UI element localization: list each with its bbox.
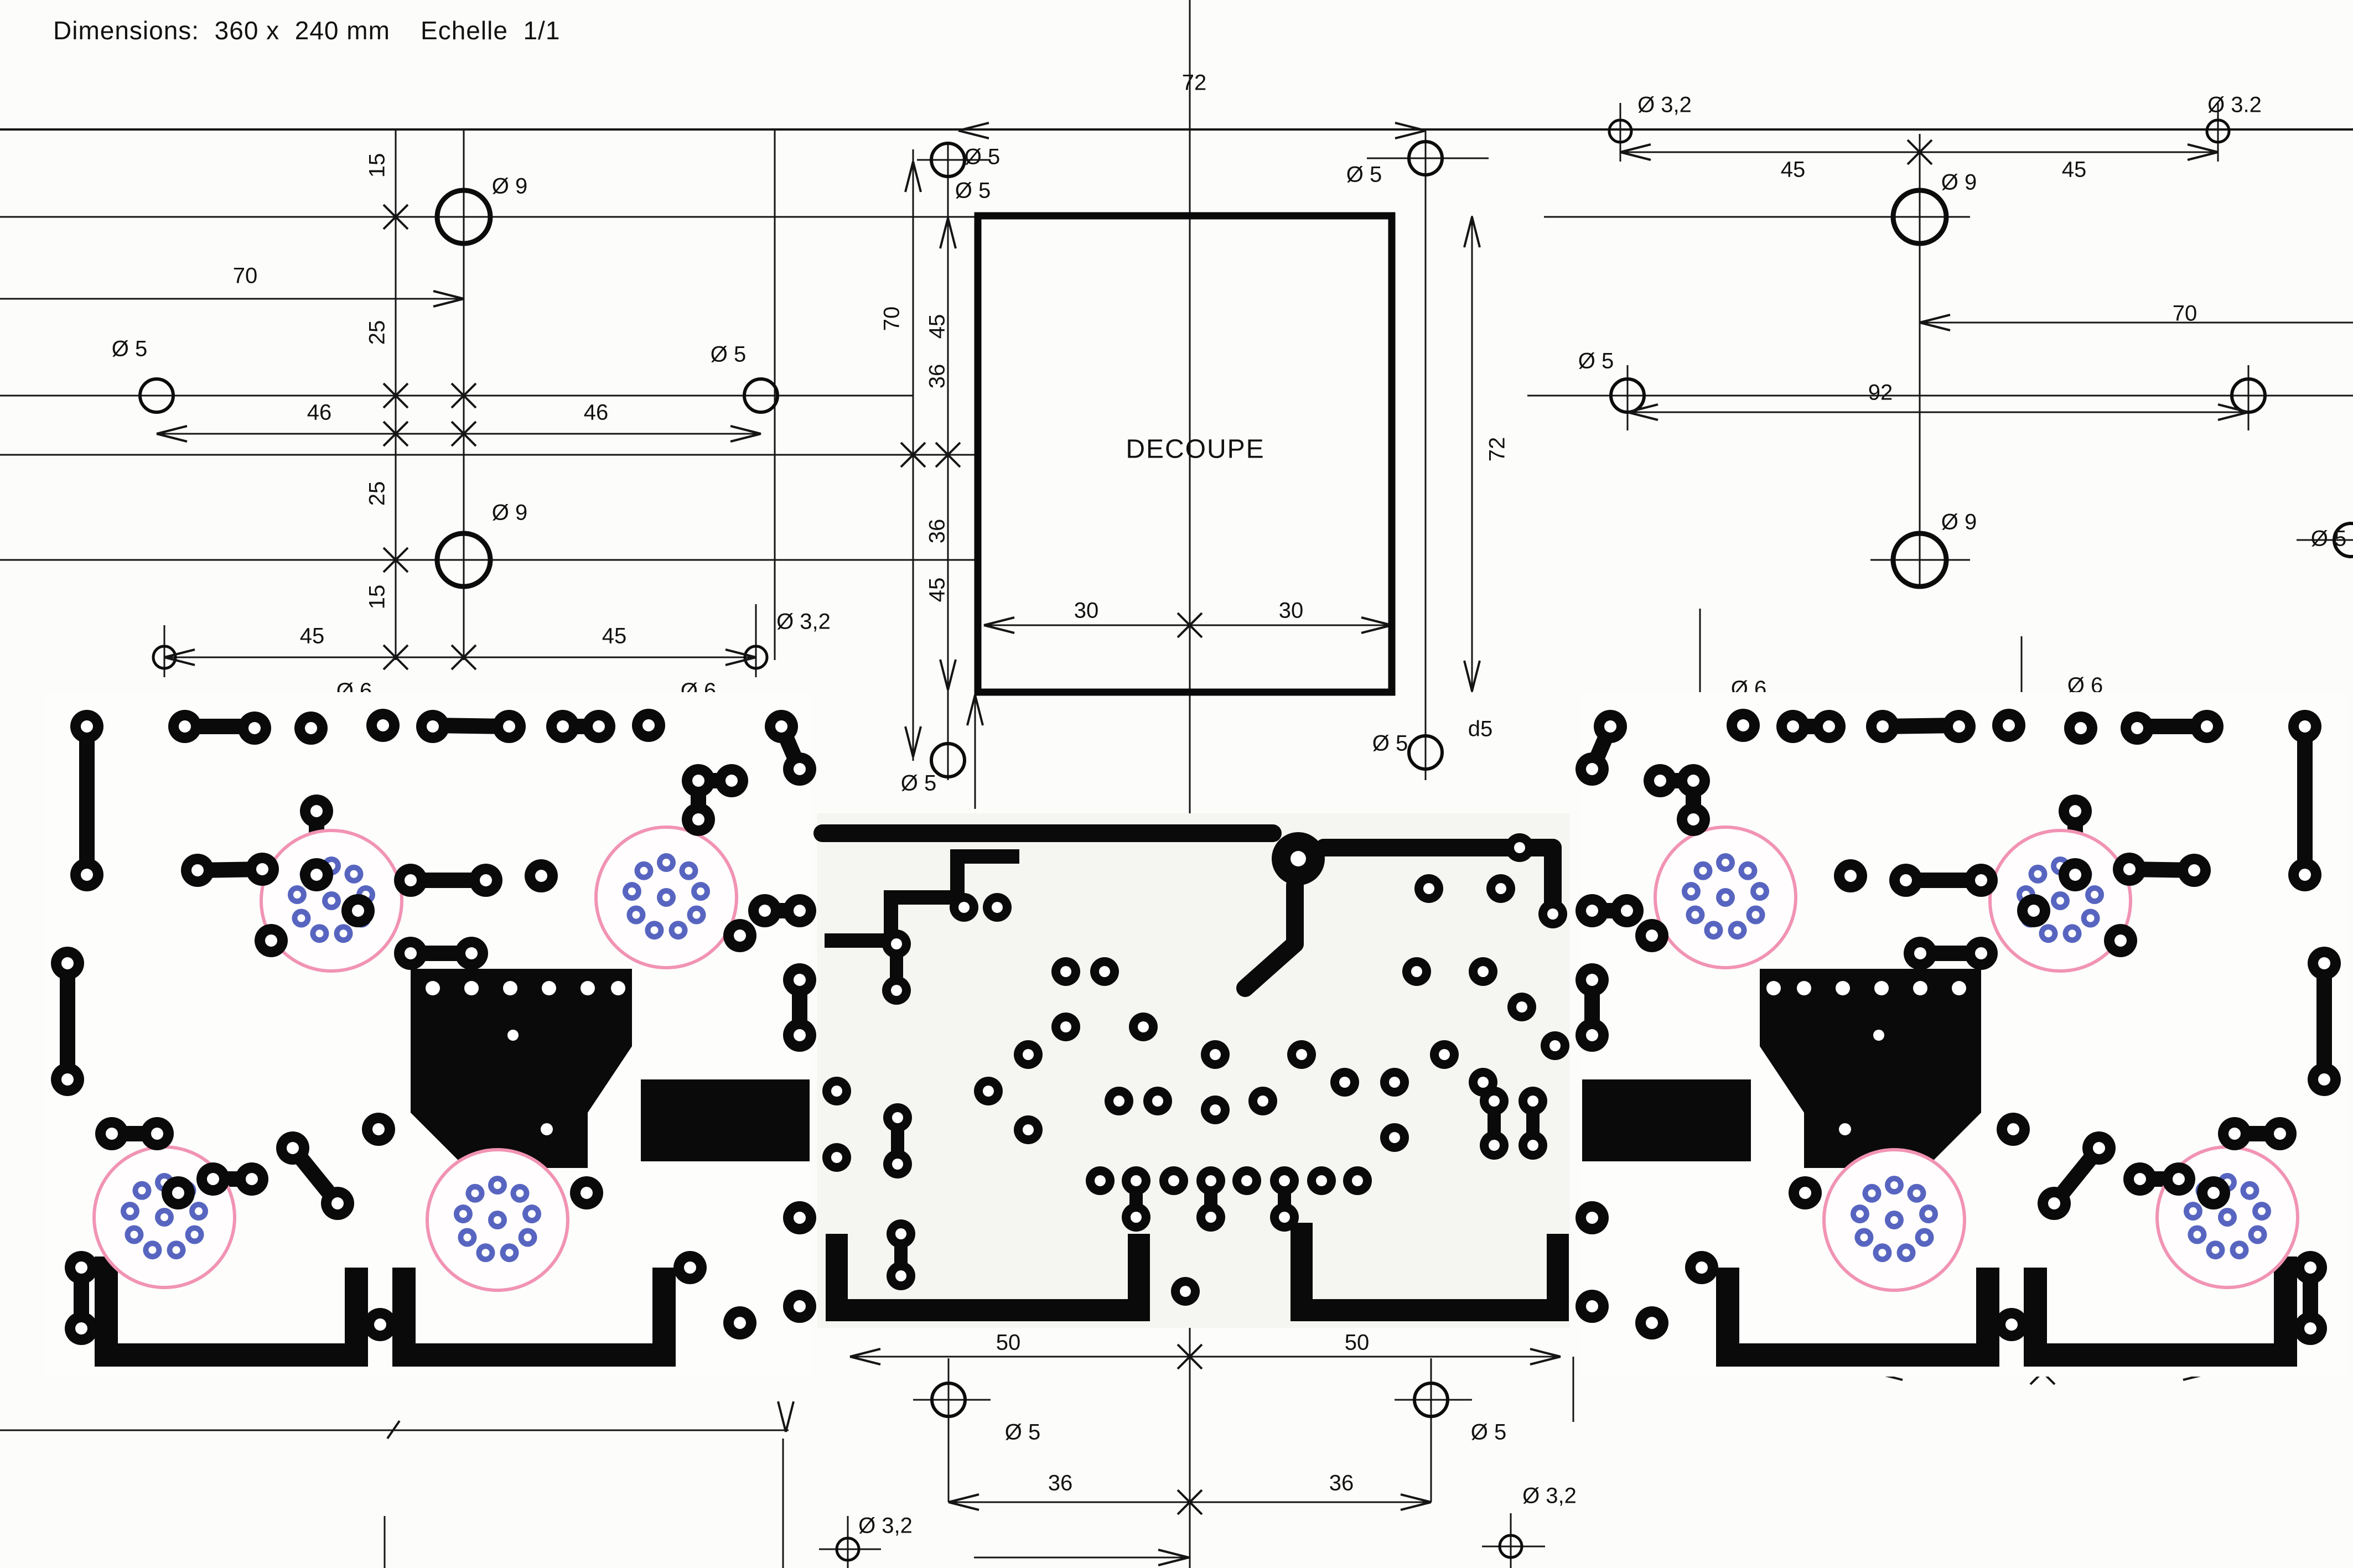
dim-label: Ø 3.2	[2207, 92, 2262, 117]
dim-label: d5	[1468, 716, 1493, 741]
dim-label: 36	[1329, 1471, 1354, 1496]
dim-label: Ø 5	[1346, 162, 1382, 187]
dim-label: Ø 3,2	[1637, 92, 1692, 117]
dim-label: Ø 5	[1578, 349, 1614, 373]
dim-label: 70	[879, 306, 904, 331]
dim-label: Ø 5	[900, 771, 937, 796]
dim-label: 45	[299, 624, 325, 648]
dim-label: 45	[925, 577, 950, 603]
dim-label: 36	[925, 518, 950, 544]
dim-label: Ø 5	[710, 342, 747, 367]
title-text: Dimensions: 360 x 240 mm Echelle 1/1	[53, 16, 561, 45]
dim-label: 45	[1780, 157, 1806, 182]
cutout-outline	[974, 212, 1396, 696]
dim-label: 50	[1344, 1330, 1370, 1355]
dim-label: 92	[1868, 380, 1893, 405]
dim-label: 15	[365, 584, 390, 610]
dim-label: 45	[2061, 157, 2087, 182]
dim-label: Ø 5	[2310, 526, 2347, 551]
dim-label: 70	[232, 263, 258, 288]
dim-label: Ø 5	[111, 336, 148, 361]
dim-label: Ø 3,2	[1522, 1483, 1577, 1508]
dim-label: Ø 9	[1941, 170, 1977, 195]
dim-label: 45	[925, 314, 950, 339]
dim-label: 36	[925, 364, 950, 389]
cutout-label: DECOUPE	[1126, 434, 1265, 464]
pcb-left-copper-layout	[45, 692, 816, 1377]
dim-label: 70	[2172, 301, 2197, 326]
dim-label: 25	[365, 320, 390, 345]
dim-label: Ø 3,2	[776, 609, 831, 634]
dim-label: Ø 5	[1372, 731, 1408, 756]
dim-label: 72	[1485, 437, 1510, 462]
dimension-arrows-ticks	[156, 122, 2249, 1566]
dim-label: Ø 9	[491, 500, 528, 525]
dim-label: 36	[1048, 1471, 1073, 1496]
dim-label: 50	[996, 1330, 1021, 1355]
dim-label: 46	[307, 400, 332, 425]
pcb-right-copper-layout	[1575, 692, 2346, 1377]
dim-label: Ø 9	[491, 174, 528, 199]
dim-label: Ø 5	[1004, 1420, 1041, 1445]
dim-label: Ø 5	[955, 178, 991, 203]
dim-label: Ø 3,2	[858, 1513, 913, 1538]
dim-label: 46	[583, 400, 609, 425]
drill-hole-icons	[138, 118, 2353, 1562]
dim-label: 45	[602, 624, 627, 648]
dim-label: 30	[1278, 598, 1304, 623]
dim-label: 72	[1181, 70, 1207, 95]
dim-label: 15	[365, 153, 390, 178]
dim-label: 30	[1074, 598, 1099, 623]
dim-label: 25	[365, 481, 390, 506]
dim-label: Ø 5	[964, 144, 1001, 169]
dim-label: Ø 9	[1941, 510, 1977, 534]
pcb-center-copper-layout	[813, 813, 1570, 1328]
dim-label: Ø 5	[1470, 1420, 1507, 1445]
